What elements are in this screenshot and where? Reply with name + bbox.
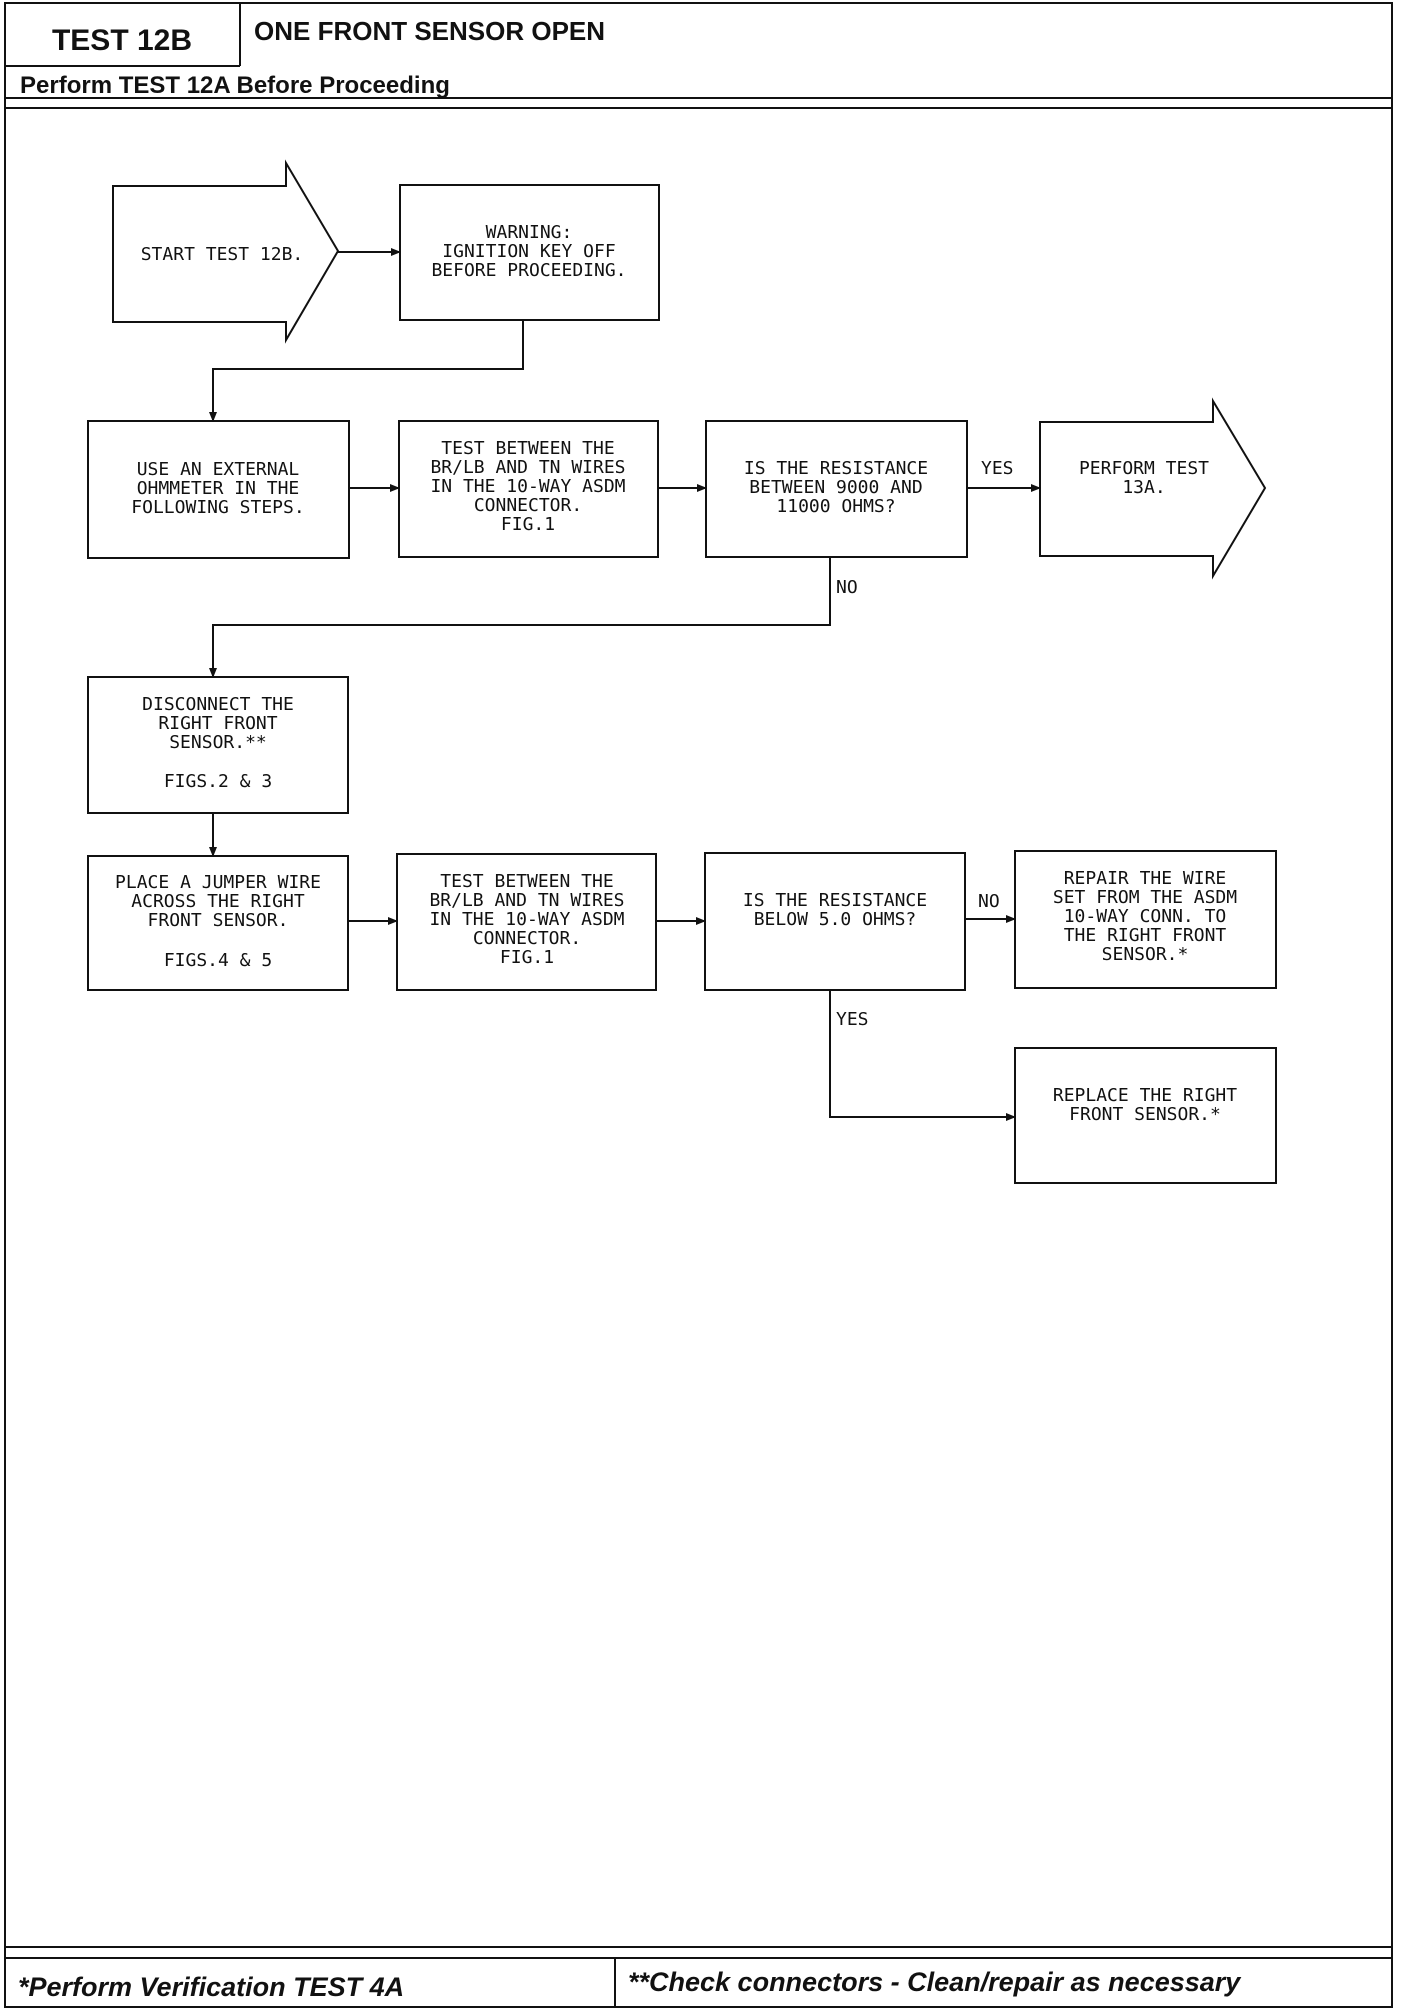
jumper-box bbox=[87, 855, 349, 991]
ohmmeter-line-3: FOLLOWING STEPS. bbox=[131, 497, 304, 518]
test1-line-4: CONNECTOR. bbox=[474, 495, 582, 516]
header: TEST 12B ONE FRONT SENSOR OPEN Perform T… bbox=[5, 3, 1392, 109]
warning-text: WARNING: IGNITION KEY OFF BEFORE PROCEED… bbox=[431, 222, 626, 281]
warning-line-2: IGNITION KEY OFF bbox=[442, 241, 615, 262]
test2-line-4: CONNECTOR. bbox=[473, 928, 581, 949]
test2-line-2: BR/LB AND TN WIRES bbox=[429, 890, 624, 911]
question1-text: IS THE RESISTANCE BETWEEN 9000 AND 11000… bbox=[744, 458, 928, 517]
ohmmeter-text: USE AN EXTERNAL OHMMETER IN THE FOLLOWIN… bbox=[131, 459, 304, 518]
warning-line-1: WARNING: bbox=[486, 222, 573, 243]
test1-line-1: TEST BETWEEN THE bbox=[441, 438, 614, 459]
question1-line-1: IS THE RESISTANCE bbox=[744, 458, 928, 479]
label-yes-2: YES bbox=[836, 1009, 869, 1030]
warning-line-3: BEFORE PROCEEDING. bbox=[431, 260, 626, 281]
test2-box bbox=[396, 853, 657, 991]
start-line-1: START TEST 12B. bbox=[141, 244, 304, 265]
perform13a-text: PERFORM TEST 13A. bbox=[1079, 458, 1209, 498]
replace-line-2: FRONT SENSOR.* bbox=[1069, 1104, 1221, 1125]
disconnect-line-1: DISCONNECT THE bbox=[142, 694, 294, 715]
test1-text: TEST BETWEEN THE BR/LB AND TN WIRES IN T… bbox=[430, 438, 625, 535]
label-no-2: NO bbox=[978, 891, 1000, 912]
replace-line-1: REPLACE THE RIGHT bbox=[1053, 1085, 1237, 1106]
footer-right-note: **Check connectors - Clean/repair as nec… bbox=[628, 1967, 1242, 1997]
test-subtitle: Perform TEST 12A Before Proceeding bbox=[20, 72, 450, 99]
connectors bbox=[209, 248, 1041, 1121]
question2-line-1: IS THE RESISTANCE bbox=[743, 890, 927, 911]
label-no-1: NO bbox=[836, 577, 858, 598]
disconnect-line-5: FIGS.2 & 3 bbox=[164, 771, 272, 792]
question1-line-3: 11000 OHMS? bbox=[776, 496, 895, 517]
test1-box bbox=[398, 420, 659, 558]
page-border bbox=[4, 2, 1393, 2008]
question1-line-2: BETWEEN 9000 AND bbox=[749, 477, 922, 498]
repair-line-4: THE RIGHT FRONT bbox=[1064, 925, 1227, 946]
test2-line-5: FIG.1 bbox=[500, 947, 554, 968]
jumper-line-5: FIGS.4 & 5 bbox=[164, 950, 272, 971]
test1-line-3: IN THE 10-WAY ASDM bbox=[430, 476, 625, 497]
jumper-text: PLACE A JUMPER WIRE ACROSS THE RIGHT FRO… bbox=[115, 872, 321, 971]
test1-line-2: BR/LB AND TN WIRES bbox=[430, 457, 625, 478]
test1-line-5: FIG.1 bbox=[501, 514, 555, 535]
connector-question1-no bbox=[209, 557, 831, 678]
jumper-line-1: PLACE A JUMPER WIRE bbox=[115, 872, 321, 893]
connector-question2-yes bbox=[829, 990, 1016, 1121]
perform13a-line-1: PERFORM TEST bbox=[1079, 458, 1209, 479]
repair-text: REPAIR THE WIRE SET FROM THE ASDM 10-WAY… bbox=[1053, 868, 1237, 965]
replace-text: REPLACE THE RIGHT FRONT SENSOR.* bbox=[1053, 1085, 1237, 1125]
disconnect-line-2: RIGHT FRONT bbox=[158, 713, 277, 734]
jumper-line-2: ACROSS THE RIGHT bbox=[131, 891, 305, 912]
jumper-line-3: FRONT SENSOR. bbox=[148, 910, 289, 931]
ohmmeter-box bbox=[87, 420, 350, 559]
perform-13a-arrow-node bbox=[1039, 397, 1267, 580]
test2-line-3: IN THE 10-WAY ASDM bbox=[429, 909, 624, 930]
label-yes-1: YES bbox=[981, 458, 1014, 479]
test-title: ONE FRONT SENSOR OPEN bbox=[254, 16, 605, 46]
footer: *Perform Verification TEST 4A **Check co… bbox=[5, 1946, 1392, 2007]
test2-text: TEST BETWEEN THE BR/LB AND TN WIRES IN T… bbox=[429, 871, 624, 968]
repair-line-1: REPAIR THE WIRE bbox=[1064, 868, 1227, 889]
repair-line-2: SET FROM THE ASDM bbox=[1053, 887, 1237, 908]
perform13a-line-2: 13A. bbox=[1122, 477, 1165, 498]
test-id: TEST 12B bbox=[52, 24, 192, 57]
branch-labels: YES NO NO YES bbox=[836, 458, 1014, 1030]
repair-line-5: SENSOR.* bbox=[1102, 944, 1189, 965]
disconnect-line-3: SENSOR.** bbox=[169, 732, 267, 753]
question2-text: IS THE RESISTANCE BELOW 5.0 OHMS? bbox=[743, 890, 927, 930]
footer-left-note: *Perform Verification TEST 4A bbox=[18, 1972, 404, 2002]
repair-box bbox=[1014, 850, 1277, 989]
question2-line-2: BELOW 5.0 OHMS? bbox=[754, 909, 917, 930]
test2-line-1: TEST BETWEEN THE bbox=[440, 871, 613, 892]
ohmmeter-line-1: USE AN EXTERNAL bbox=[137, 459, 300, 480]
disconnect-text: DISCONNECT THE RIGHT FRONT SENSOR.** FIG… bbox=[142, 694, 294, 792]
disconnect-box bbox=[87, 676, 349, 814]
ohmmeter-line-2: OHMMETER IN THE bbox=[137, 478, 300, 499]
repair-line-3: 10-WAY CONN. TO bbox=[1064, 906, 1227, 927]
connector-warning-ohmmeter bbox=[209, 320, 524, 422]
start-text: START TEST 12B. bbox=[141, 244, 304, 265]
start-arrow-node bbox=[112, 159, 340, 344]
